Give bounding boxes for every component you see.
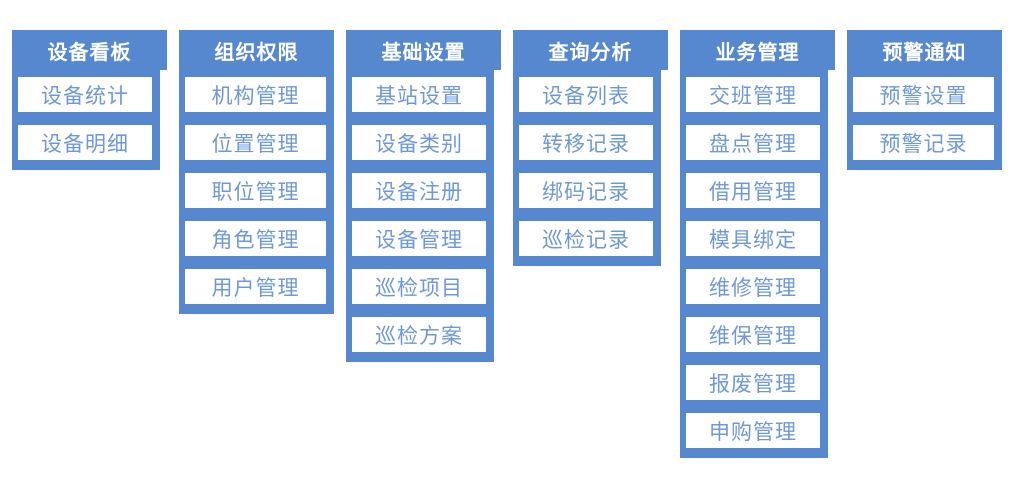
menu-item-label: 预警设置 — [879, 84, 968, 108]
menu-item-label: 绑码记录 — [542, 180, 630, 204]
menu-item[interactable]: 巡检方案 — [352, 317, 486, 352]
menu-item[interactable]: 设备管理 — [352, 221, 486, 256]
menu-column-body: 交班管理 盘点管理 借用管理 模具绑定 维修管理 维保管理 报废管理 申购管理 — [680, 70, 828, 458]
menu-item[interactable]: 职位管理 — [185, 173, 326, 208]
menu-column-body: 预警设置 预警记录 — [847, 70, 1002, 170]
menu-item-label: 巡检项目 — [375, 276, 463, 300]
menu-column-4: 查询分析 设备列表 转移记录 绑码记录 巡检记录 — [513, 30, 668, 266]
menu-column-6: 预警通知 预警设置 预警记录 — [847, 30, 1002, 170]
menu-item[interactable]: 申购管理 — [686, 413, 820, 448]
menu-item[interactable]: 设备统计 — [18, 77, 152, 112]
menu-item[interactable]: 基站设置 — [352, 77, 486, 112]
menu-item[interactable]: 维保管理 — [686, 317, 820, 352]
menu-item-label: 巡检方案 — [375, 324, 463, 348]
menu-column-body: 基站设置 设备类别 设备注册 设备管理 巡检项目 巡检方案 — [346, 70, 494, 362]
menu-item-label: 巡检记录 — [542, 228, 630, 252]
menu-item[interactable]: 设备类别 — [352, 125, 486, 160]
menu-item-label: 角色管理 — [211, 228, 300, 252]
menu-item-label: 基站设置 — [375, 84, 463, 108]
menu-column-header: 预警通知 — [847, 30, 1002, 70]
menu-item-label: 用户管理 — [211, 276, 300, 300]
menu-item-label: 职位管理 — [211, 180, 300, 204]
menu-item-label: 设备明细 — [41, 132, 129, 156]
menu-item[interactable]: 位置管理 — [185, 125, 326, 160]
menu-item-label: 维修管理 — [709, 276, 797, 300]
menu-item-label: 设备列表 — [542, 84, 630, 108]
menu-item-label: 设备管理 — [375, 228, 463, 252]
menu-item-label: 盘点管理 — [709, 132, 797, 156]
menu-item[interactable]: 巡检项目 — [352, 269, 486, 304]
menu-item[interactable]: 机构管理 — [185, 77, 326, 112]
menu-item-label: 交班管理 — [709, 84, 797, 108]
menu-item-label: 维保管理 — [709, 324, 797, 348]
module-menu-board: 设备看板 设备统计 设备明细 组织权限 机构管理 位置管理 职位管理 角色管理 … — [12, 30, 1002, 458]
menu-column-2: 组织权限 机构管理 位置管理 职位管理 角色管理 用户管理 — [179, 30, 334, 314]
menu-column-title: 基础设置 — [381, 41, 466, 64]
menu-column-5: 业务管理 交班管理 盘点管理 借用管理 模具绑定 维修管理 维保管理 报废管理 … — [680, 30, 835, 458]
menu-item[interactable]: 借用管理 — [686, 173, 820, 208]
menu-column-title: 组织权限 — [214, 41, 299, 64]
menu-item[interactable]: 角色管理 — [185, 221, 326, 256]
menu-item-label: 报废管理 — [709, 372, 797, 396]
menu-item-label: 模具绑定 — [709, 228, 797, 252]
menu-item-label: 借用管理 — [709, 180, 797, 204]
menu-column-header: 组织权限 — [179, 30, 334, 70]
menu-column-title: 设备看板 — [47, 41, 132, 64]
menu-item[interactable]: 转移记录 — [519, 125, 653, 160]
menu-item[interactable]: 预警设置 — [853, 77, 994, 112]
menu-item-label: 预警记录 — [879, 132, 968, 156]
menu-item-label: 设备类别 — [375, 132, 463, 156]
menu-item[interactable]: 盘点管理 — [686, 125, 820, 160]
menu-item-label: 位置管理 — [211, 132, 300, 156]
menu-column-header: 查询分析 — [513, 30, 668, 70]
menu-column-body: 设备统计 设备明细 — [12, 70, 160, 170]
menu-item[interactable]: 设备列表 — [519, 77, 653, 112]
menu-item-label: 设备注册 — [375, 180, 463, 204]
menu-item[interactable]: 维修管理 — [686, 269, 820, 304]
menu-item[interactable]: 用户管理 — [185, 269, 326, 304]
menu-column-1: 设备看板 设备统计 设备明细 — [12, 30, 167, 170]
menu-column-body: 机构管理 位置管理 职位管理 角色管理 用户管理 — [179, 70, 334, 314]
menu-item[interactable]: 交班管理 — [686, 77, 820, 112]
menu-item[interactable]: 报废管理 — [686, 365, 820, 400]
menu-item[interactable]: 模具绑定 — [686, 221, 820, 256]
menu-item[interactable]: 设备注册 — [352, 173, 486, 208]
menu-column-header: 业务管理 — [680, 30, 835, 70]
menu-column-header: 基础设置 — [346, 30, 501, 70]
menu-column-body: 设备列表 转移记录 绑码记录 巡检记录 — [513, 70, 661, 266]
menu-item-label: 设备统计 — [41, 84, 129, 108]
menu-item-label: 申购管理 — [709, 420, 797, 444]
menu-column-title: 业务管理 — [715, 41, 800, 64]
menu-item-label: 机构管理 — [211, 84, 300, 108]
menu-column-header: 设备看板 — [12, 30, 167, 70]
menu-item[interactable]: 设备明细 — [18, 125, 152, 160]
menu-item-label: 转移记录 — [542, 132, 630, 156]
menu-item[interactable]: 预警记录 — [853, 125, 994, 160]
menu-column-title: 预警通知 — [882, 41, 967, 64]
menu-column-3: 基础设置 基站设置 设备类别 设备注册 设备管理 巡检项目 巡检方案 — [346, 30, 501, 362]
menu-item[interactable]: 巡检记录 — [519, 221, 653, 256]
menu-item[interactable]: 绑码记录 — [519, 173, 653, 208]
menu-column-title: 查询分析 — [548, 41, 633, 64]
